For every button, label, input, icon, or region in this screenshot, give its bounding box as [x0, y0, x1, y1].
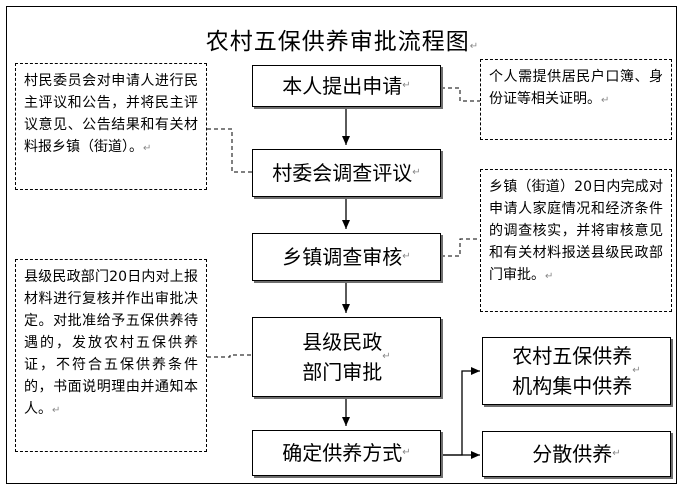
outcome-centralized: 农村五保供养 机构集中供养↵: [482, 337, 671, 405]
note-town-text: 乡镇（街道）20日内完成对申请人家庭情况和经济条件的调查核实，并将审核意见和有关…: [489, 179, 663, 283]
step-county-approval: 县级民政 部门审批↵: [252, 317, 441, 397]
step-decide-support: 确定供养方式↵: [252, 430, 441, 476]
outcome-centralized-label: 农村五保供养 机构集中供养: [512, 344, 633, 398]
title-text: 农村五保供养审批流程图: [205, 29, 470, 55]
connector-note-apply: [441, 87, 480, 102]
outcome-dispersed: 分散供养↵: [482, 431, 671, 477]
note-apply: 个人需提供居民户口簿、身份证等相关证明。↵: [480, 59, 672, 140]
paragraph-mark: ↵: [469, 41, 480, 52]
step-town-review-label: 乡镇调查审核: [282, 245, 403, 269]
connector-note-village: [207, 128, 252, 173]
connector-note-county: [207, 354, 252, 358]
page-title: 农村五保供养审批流程图↵: [0, 22, 685, 56]
note-apply-text: 个人需提供居民户口簿、身份证等相关证明。: [489, 69, 663, 107]
step-county-approval-label: 县级民政 部门审批: [302, 330, 383, 384]
outer-frame: [6, 6, 677, 484]
step-apply: 本人提出申请↵: [252, 65, 441, 107]
step-village-review-label: 村委会调查评议: [272, 161, 413, 185]
note-county-text: 县级民政部门20日内对上报材料进行复核并作出审批决定。对批准给予五保供养待遇的，…: [24, 269, 198, 417]
outcome-dispersed-label: 分散供养: [532, 442, 613, 466]
connector-note-town: [441, 238, 480, 257]
note-county: 县级民政部门20日内对上报材料进行复核并作出审批决定。对批准给予五保供养待遇的，…: [15, 259, 207, 452]
step-town-review: 乡镇调查审核↵: [252, 233, 441, 281]
note-village-text: 村民委员会对申请人进行民主评议和公告，并将民主评议意见、公告结果和有关材料报乡镇…: [24, 73, 198, 155]
arrow-to-centralized: [442, 367, 480, 456]
note-town: 乡镇（街道）20日内完成对申请人家庭情况和经济条件的调查核实，并将审核意见和有关…: [480, 169, 672, 312]
step-decide-support-label: 确定供养方式: [282, 441, 403, 465]
step-village-review: 村委会调查评议↵: [252, 149, 441, 197]
step-apply-label: 本人提出申请: [282, 74, 403, 98]
note-village: 村民委员会对申请人进行民主评议和公告，并将民主评议意见、公告结果和有关材料报乡镇…: [15, 63, 207, 190]
